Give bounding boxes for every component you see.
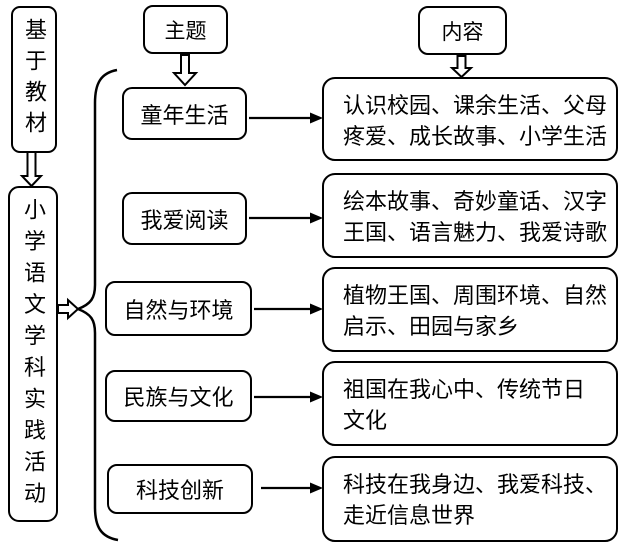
content-box-3: 植物王国、周围环境、自然 启示、田园与家乡 <box>322 267 618 352</box>
theme-label-1: 童年生活 <box>140 102 229 128</box>
arrow-theme-header-icon <box>171 54 199 87</box>
content-box-4: 祖国在我心中、传统节日 文化 <box>322 361 618 446</box>
theme-box-1: 童年生活 <box>122 87 247 140</box>
theme-label-3: 自然与环境 <box>123 297 234 323</box>
content-box-1: 认识校园、课余生活、父母 疼爱、成长故事、小学生活 <box>322 77 618 161</box>
content-box-5: 科技在我身边、我爱科技、 走近信息世界 <box>322 456 618 542</box>
arrow-row3-icon <box>254 303 323 315</box>
theme-box-4: 民族与文化 <box>105 370 252 422</box>
arrow-row2-icon <box>249 212 323 224</box>
content-header-box: 内容 <box>418 6 507 55</box>
arrow-row4-icon <box>254 391 323 403</box>
theme-header-box: 主题 <box>143 5 228 54</box>
arrow-content-header-icon <box>449 55 474 79</box>
source-box: 基于教材 <box>11 6 57 153</box>
theme-label-2: 我爱阅读 <box>140 207 229 233</box>
root-box-label: 小学语文学科实践活动 <box>21 198 46 513</box>
source-box-label: 基于教材 <box>22 18 47 142</box>
arrow-row1-icon <box>249 112 323 124</box>
theme-label-4: 民族与文化 <box>123 385 234 410</box>
arrow-source-to-root-icon <box>19 151 44 188</box>
theme-box-5: 科技创新 <box>107 464 253 514</box>
content-header-label: 内容 <box>441 19 484 44</box>
theme-label-5: 科技创新 <box>135 478 224 503</box>
theme-box-2: 我爱阅读 <box>122 192 247 245</box>
arrow-row5-icon <box>261 482 323 494</box>
content-box-2: 绘本故事、奇妙童话、汉字 王国、语言魅力、我爱诗歌 <box>322 173 618 258</box>
theme-header-label: 主题 <box>164 18 207 43</box>
root-box: 小学语文学科实践活动 <box>8 186 58 522</box>
arrow-root-to-brace-icon <box>57 297 80 321</box>
theme-box-3: 自然与环境 <box>105 281 252 336</box>
